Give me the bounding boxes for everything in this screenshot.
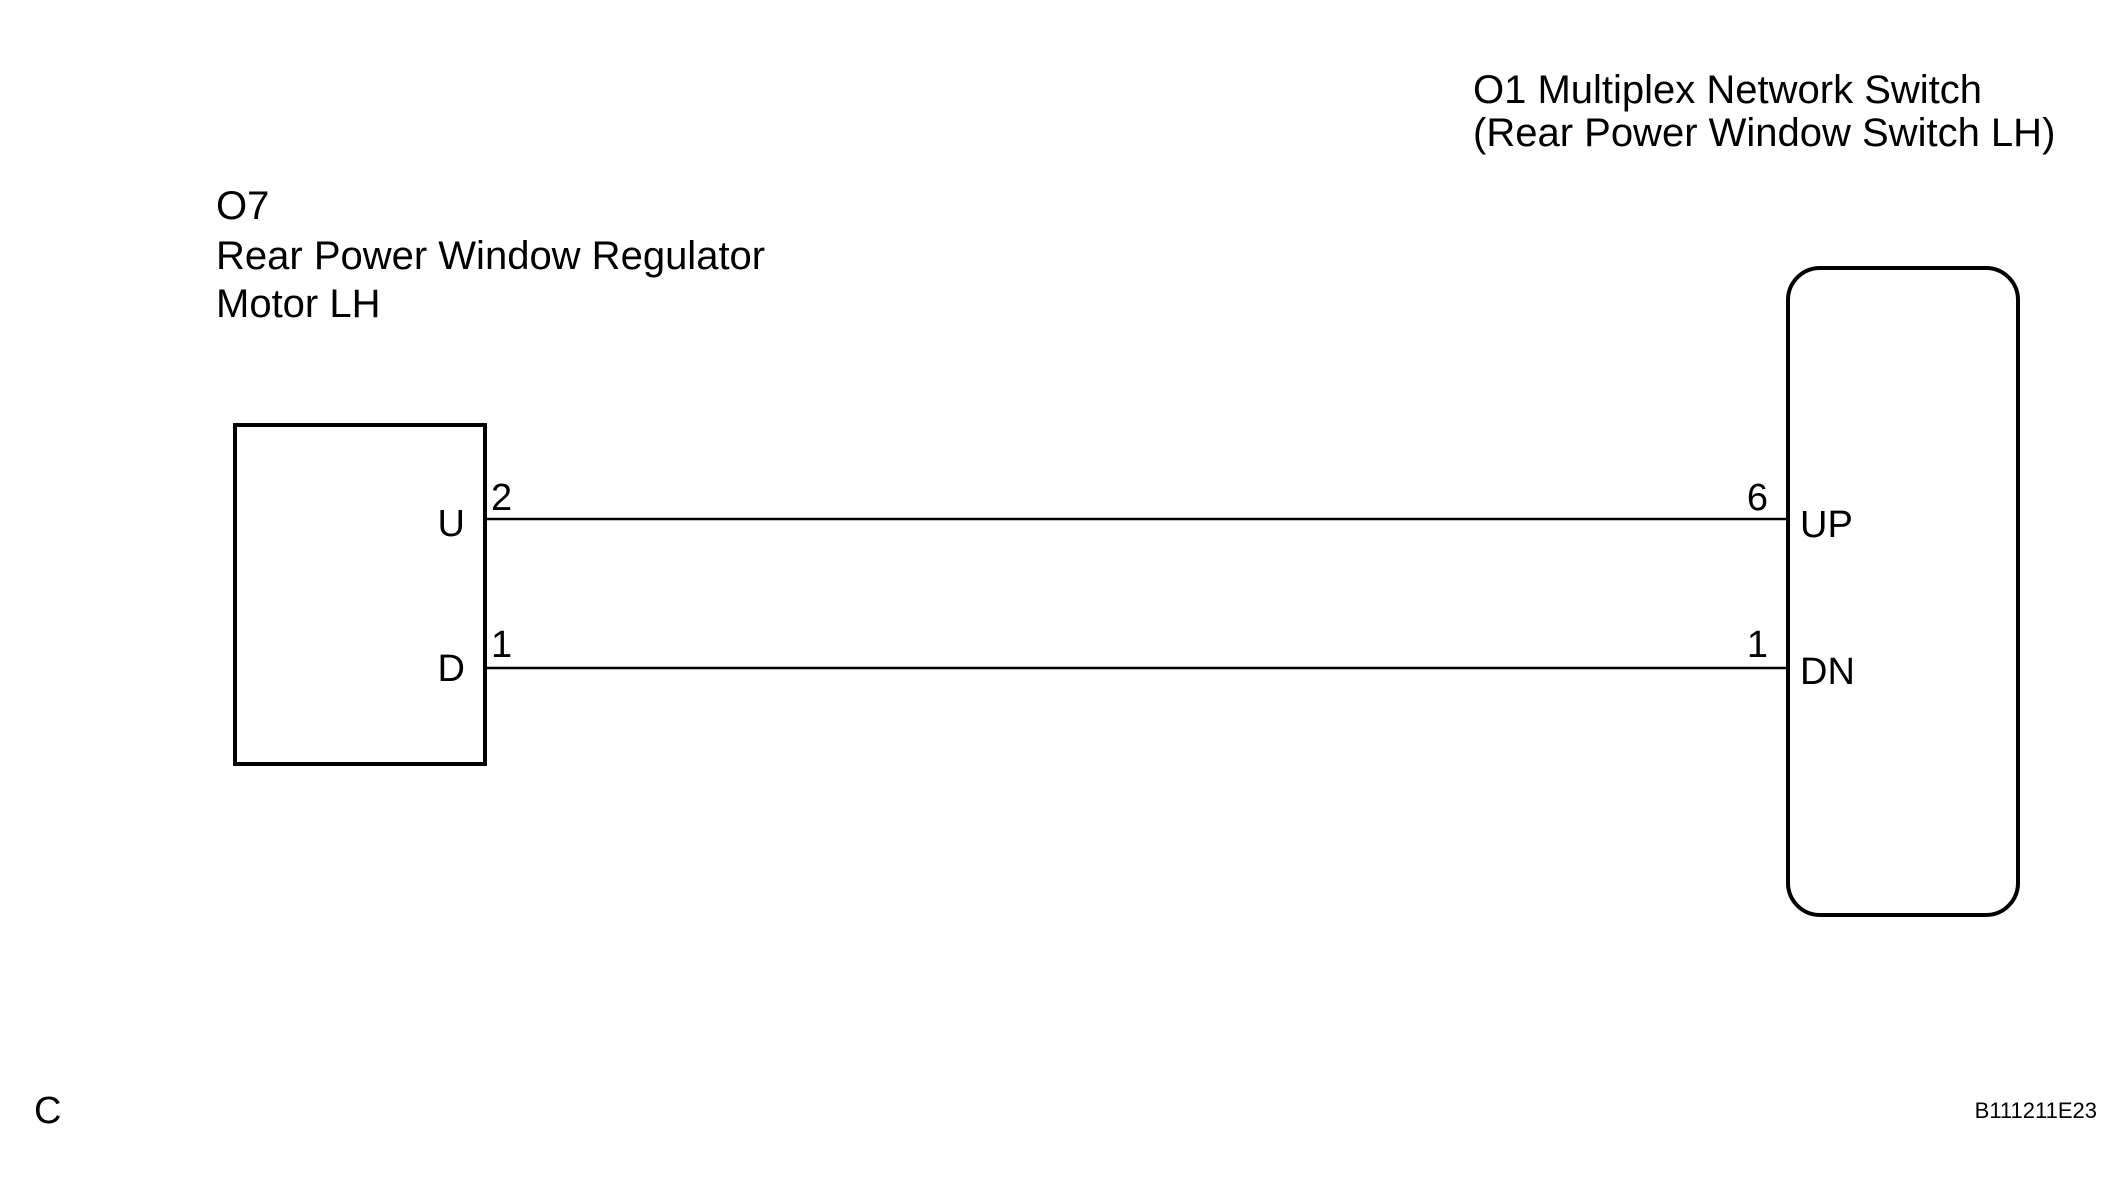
- left-terminal-pin-1: 1: [491, 624, 512, 666]
- left-terminal-label-u: U: [438, 503, 465, 545]
- left-component-code: O7: [216, 184, 269, 228]
- left-terminal-label-d: D: [438, 648, 465, 690]
- reference-code: B111211E23: [1975, 1098, 2097, 1123]
- regulator-motor-box: [233, 423, 487, 766]
- corner-letter: C: [34, 1090, 61, 1132]
- multiplex-switch-box: [1786, 266, 2020, 917]
- right-terminal-pin-1: 1: [1747, 624, 1768, 666]
- right-component-title-line1: O1 Multiplex Network Switch: [1473, 68, 1982, 112]
- right-terminal-label-up: UP: [1800, 504, 1853, 546]
- right-terminal-label-dn: DN: [1800, 651, 1855, 693]
- left-component-name-line2: Motor LH: [216, 282, 381, 326]
- right-terminal-pin-6: 6: [1747, 477, 1768, 519]
- left-component-name-line1: Rear Power Window Regulator: [216, 234, 765, 278]
- right-component-title-line2: (Rear Power Window Switch LH): [1473, 111, 2055, 155]
- left-terminal-pin-2: 2: [491, 477, 512, 519]
